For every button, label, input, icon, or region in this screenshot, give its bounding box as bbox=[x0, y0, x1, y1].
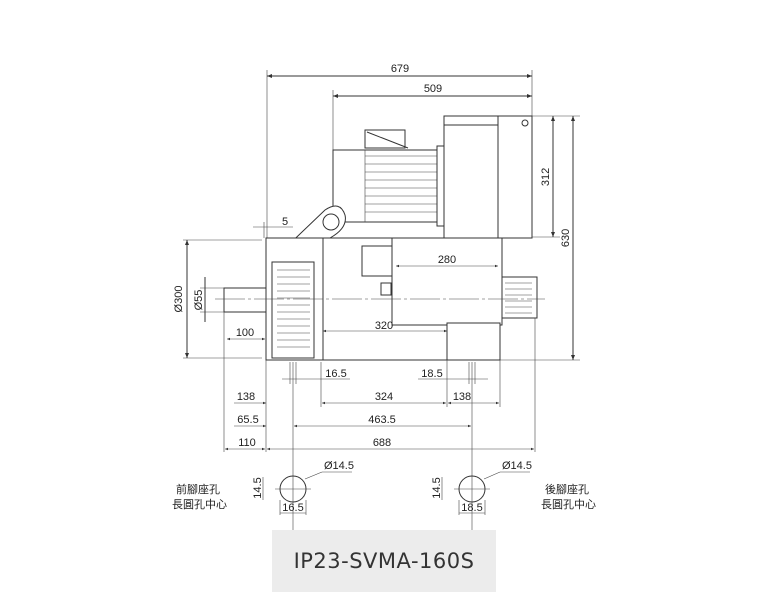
dim-280: 280 bbox=[438, 254, 456, 266]
dim-679: 679 bbox=[391, 63, 409, 75]
dim-diameter-300: Ø300 bbox=[173, 286, 185, 313]
dim-463-5: 463.5 bbox=[368, 414, 396, 426]
model-title-box: IP23-SVMA-160S bbox=[272, 530, 496, 592]
dim-65-5: 65.5 bbox=[237, 414, 258, 426]
dim-138-front: 138 bbox=[237, 391, 255, 403]
dim-324: 324 bbox=[375, 391, 393, 403]
rear-hole-label-2: 長圓孔中心 bbox=[541, 498, 596, 511]
dim-5: 5 bbox=[282, 216, 288, 228]
dim-110: 110 bbox=[238, 437, 256, 449]
front-hole-height: 14.5 bbox=[252, 477, 264, 498]
rear-hole-width: 18.5 bbox=[461, 502, 482, 514]
rear-hole-label-1: 後腳座孔 bbox=[545, 482, 589, 496]
dim-138-rear: 138 bbox=[453, 391, 471, 403]
dim-630: 630 bbox=[560, 229, 572, 247]
rear-hole-detail: Ø14.5 14.5 18.5 後腳座孔 長圓孔中心 bbox=[431, 460, 596, 515]
front-hole-label-1: 前腳座孔 bbox=[176, 482, 220, 496]
rear-hole-height: 14.5 bbox=[431, 477, 443, 498]
dim-312: 312 bbox=[540, 168, 552, 186]
dim-18-5: 18.5 bbox=[421, 368, 442, 380]
front-hole-width: 16.5 bbox=[282, 502, 303, 514]
dim-509: 509 bbox=[424, 83, 442, 95]
louvres bbox=[277, 269, 310, 348]
rear-hole-diameter: Ø14.5 bbox=[502, 460, 532, 472]
bottom-dimensions: 16.5 18.5 138 324 138 65.5 463.5 110 688 bbox=[223, 312, 536, 530]
dim-688: 688 bbox=[373, 437, 391, 449]
dim-320: 320 bbox=[375, 320, 393, 332]
left-dimensions: Ø300 Ø55 100 bbox=[173, 239, 265, 359]
top-dimensions: 679 509 312 630 5 bbox=[253, 63, 580, 361]
model-title: IP23-SVMA-160S bbox=[293, 549, 475, 573]
dim-16-5: 16.5 bbox=[325, 368, 346, 380]
dim-100: 100 bbox=[236, 327, 254, 339]
blower-motor bbox=[332, 115, 533, 239]
dim-diameter-55: Ø55 bbox=[193, 290, 205, 311]
front-hole-diameter: Ø14.5 bbox=[324, 460, 354, 472]
main-motor-body: 280 320 bbox=[215, 237, 545, 361]
front-hole-detail: Ø14.5 14.5 16.5 前腳座孔 長圓孔中心 bbox=[172, 460, 354, 515]
front-hole-label-2: 長圓孔中心 bbox=[172, 498, 227, 511]
